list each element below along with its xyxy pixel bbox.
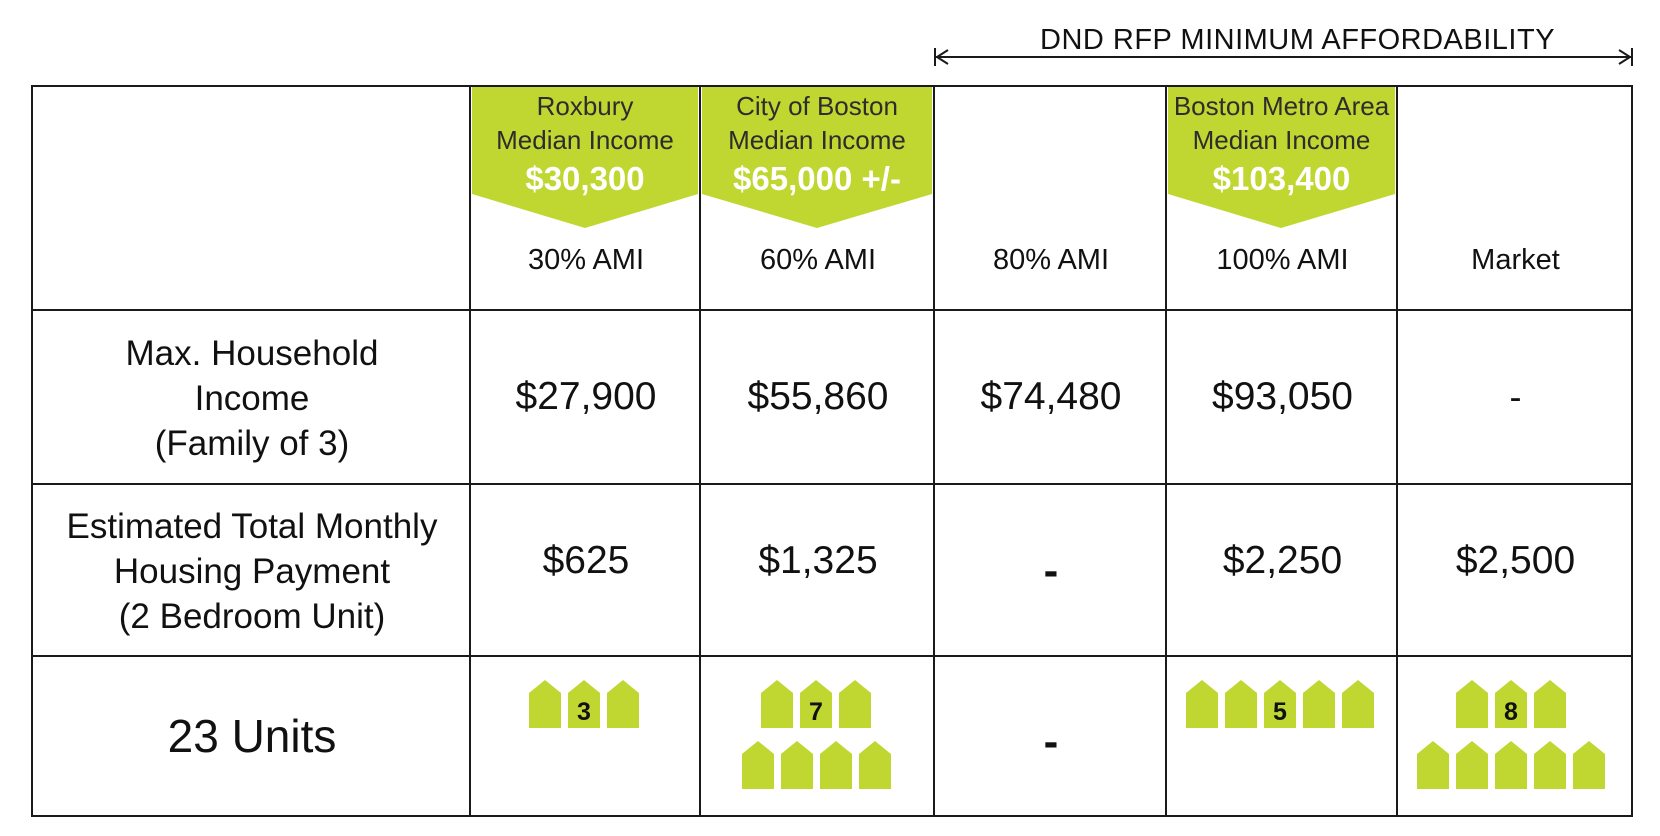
banner-label-line2: Median Income xyxy=(1192,125,1371,155)
house-icon xyxy=(1303,680,1335,728)
row-label-line: Max. Household xyxy=(125,333,379,373)
row-label-line: (Family of 3) xyxy=(154,423,350,463)
row-label-line: (2 Bedroom Unit) xyxy=(118,596,386,636)
house-icon xyxy=(839,680,871,728)
payment-value-100: $2,250 xyxy=(1222,539,1343,582)
house-icon xyxy=(607,680,639,728)
banner-label-line2: Median Income xyxy=(728,125,906,155)
house-icon xyxy=(1342,680,1374,728)
units-count-80: - xyxy=(1043,717,1059,766)
payment-value-80: - xyxy=(1043,546,1059,595)
banner-shape xyxy=(702,87,932,228)
row-label-units: 23 Units xyxy=(167,709,337,762)
house-icon xyxy=(1495,741,1527,789)
house-icon xyxy=(1186,680,1218,728)
banner-label-line1: Boston Metro Area xyxy=(1173,91,1390,121)
income-value-30: $27,900 xyxy=(515,375,657,418)
house-icon xyxy=(1534,741,1566,789)
ami-label-30: 30% AMI xyxy=(527,244,645,276)
payment-value-30: $625 xyxy=(542,539,630,582)
row-label-line: Income xyxy=(194,378,310,418)
payment-value-market: $2,500 xyxy=(1455,539,1576,582)
double-arrow-icon xyxy=(934,48,1633,66)
house-icon xyxy=(529,680,561,728)
house-icon xyxy=(781,741,813,789)
house-icon xyxy=(859,741,891,789)
banner-label-line1: City of Boston xyxy=(736,91,898,121)
ami-label-100: 100% AMI xyxy=(1216,244,1349,276)
house-icon xyxy=(1534,680,1566,728)
units-count-100: 5 xyxy=(1273,698,1287,726)
banner-shape xyxy=(472,87,698,228)
banner-boston-metro: Boston Metro Area Median Income $103,400 xyxy=(1168,87,1395,229)
house-icon xyxy=(1417,741,1449,789)
income-value-market: - xyxy=(1509,376,1522,417)
banner-value: $65,000 +/- xyxy=(733,160,901,197)
house-icon xyxy=(1225,680,1257,728)
row-label-payment: Estimated Total Monthly Housing Payment … xyxy=(34,486,470,656)
banner-city-of-boston: City of Boston Median Income $65,000 +/- xyxy=(702,87,932,229)
banner-value: $30,300 xyxy=(525,160,645,197)
income-value-60: $55,860 xyxy=(747,375,889,418)
banner-roxbury: Roxbury Median Income $30,300 xyxy=(472,87,698,229)
units-count-market: 8 xyxy=(1504,698,1518,726)
banner-value: $103,400 xyxy=(1212,160,1351,197)
house-icon xyxy=(1573,741,1605,789)
row-label-income: Max. Household Income (Family of 3) xyxy=(34,312,470,484)
ami-label-80: 80% AMI xyxy=(992,244,1110,276)
house-icon xyxy=(742,741,774,789)
units-count-30: 3 xyxy=(577,698,591,726)
row-label-line: Estimated Total Monthly xyxy=(66,506,438,546)
house-icon xyxy=(1456,741,1488,789)
units-count-60: 7 xyxy=(809,698,823,726)
income-value-100: $93,050 xyxy=(1212,375,1353,418)
ami-label-60: 60% AMI xyxy=(759,244,877,276)
house-icon xyxy=(820,741,852,789)
house-icon xyxy=(761,680,793,728)
house-icon xyxy=(1456,680,1488,728)
range-title: DND RFP MINIMUM AFFORDABILITY xyxy=(1040,24,1556,56)
banner-label-line2: Median Income xyxy=(496,125,674,155)
ami-label-market: Market xyxy=(1471,244,1560,276)
row-label-line: Housing Payment xyxy=(113,551,391,591)
banner-shape xyxy=(1168,87,1395,228)
banner-label-line1: Roxbury xyxy=(536,91,634,121)
payment-value-60: $1,325 xyxy=(758,539,878,582)
income-value-80: $74,480 xyxy=(980,375,1122,418)
